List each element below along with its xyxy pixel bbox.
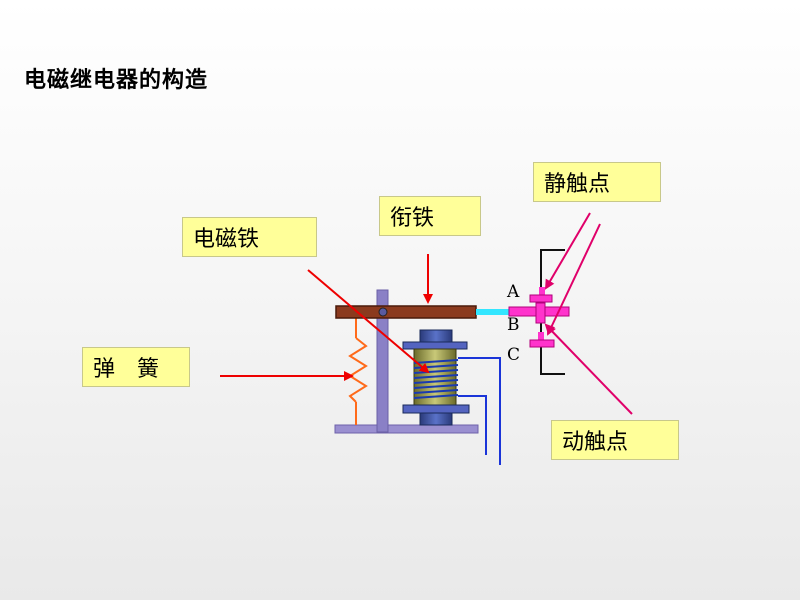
- contact-c: [529, 339, 555, 348]
- coil-wire-1: [458, 357, 501, 465]
- arrow-electromagnet: [307, 269, 430, 374]
- contact-label-a: A: [506, 282, 520, 302]
- spring: [348, 318, 368, 425]
- contact-a: [529, 294, 553, 303]
- arrow-moving: [544, 323, 633, 415]
- contact-a-stem: [539, 287, 545, 295]
- arrow-static-c: [546, 223, 601, 336]
- armature-link: [476, 309, 512, 315]
- contact-c-stem: [538, 332, 544, 340]
- label-moving-contact: 动触点: [551, 420, 679, 460]
- contact-label-c: C: [507, 345, 520, 365]
- coil-top-flange: [402, 341, 468, 350]
- support-post: [376, 289, 389, 433]
- coil-top-cap: [419, 329, 453, 344]
- armature-pivot: [378, 307, 388, 317]
- coil-bottom-flange: [402, 404, 470, 414]
- coil-base: [419, 412, 453, 426]
- label-electromagnet: 电磁铁: [182, 217, 317, 257]
- coil-wire-2: [458, 395, 487, 455]
- base-plate: [334, 424, 479, 434]
- contact-label-b: B: [507, 315, 520, 335]
- label-static-contact: 静触点: [533, 162, 661, 202]
- contact-b-post: [535, 302, 546, 324]
- arrow-static-a: [544, 212, 591, 290]
- label-spring: 弹 簧: [82, 347, 190, 387]
- page-title: 电磁继电器的构造: [24, 68, 209, 93]
- label-armature: 衔铁: [379, 196, 481, 236]
